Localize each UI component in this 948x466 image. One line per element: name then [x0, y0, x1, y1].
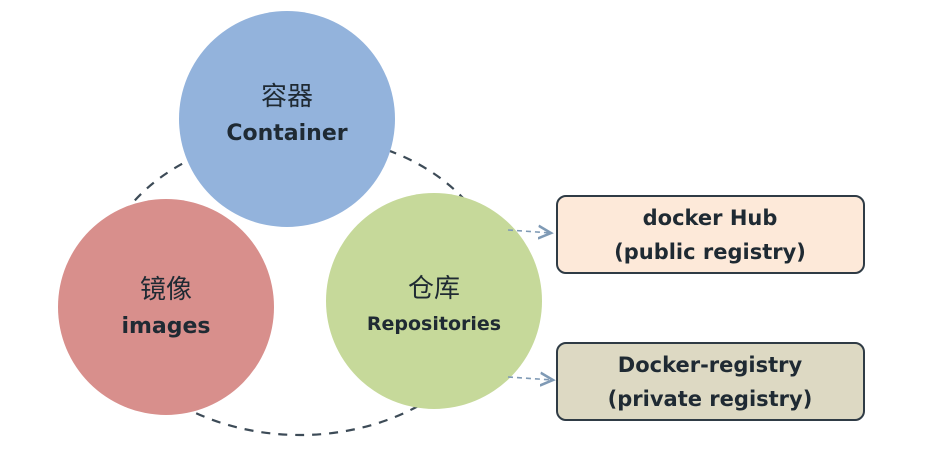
images-node: [58, 199, 274, 415]
private-registry-line2: (private registry): [608, 387, 813, 411]
arrow-to-private-registry: [507, 377, 553, 380]
arrow-to-public-registry: [507, 230, 551, 233]
images-label-zh: 镜像: [140, 275, 192, 305]
private-registry-box: [556, 342, 865, 421]
private-registry-line1: Docker-registry: [618, 353, 803, 377]
public-registry-box: [556, 195, 865, 274]
container-label-zh: 容器: [261, 82, 313, 112]
container-node: [179, 11, 395, 227]
public-registry-line1: docker Hub: [643, 206, 778, 230]
public-registry-line2: (public registry): [614, 240, 806, 264]
container-label-en: Container: [226, 121, 347, 146]
images-label-en: images: [121, 314, 210, 339]
repositories-node: [326, 193, 542, 409]
repositories-label-en: Repositories: [367, 313, 501, 335]
repositories-label-zh: 仓库: [408, 274, 460, 304]
